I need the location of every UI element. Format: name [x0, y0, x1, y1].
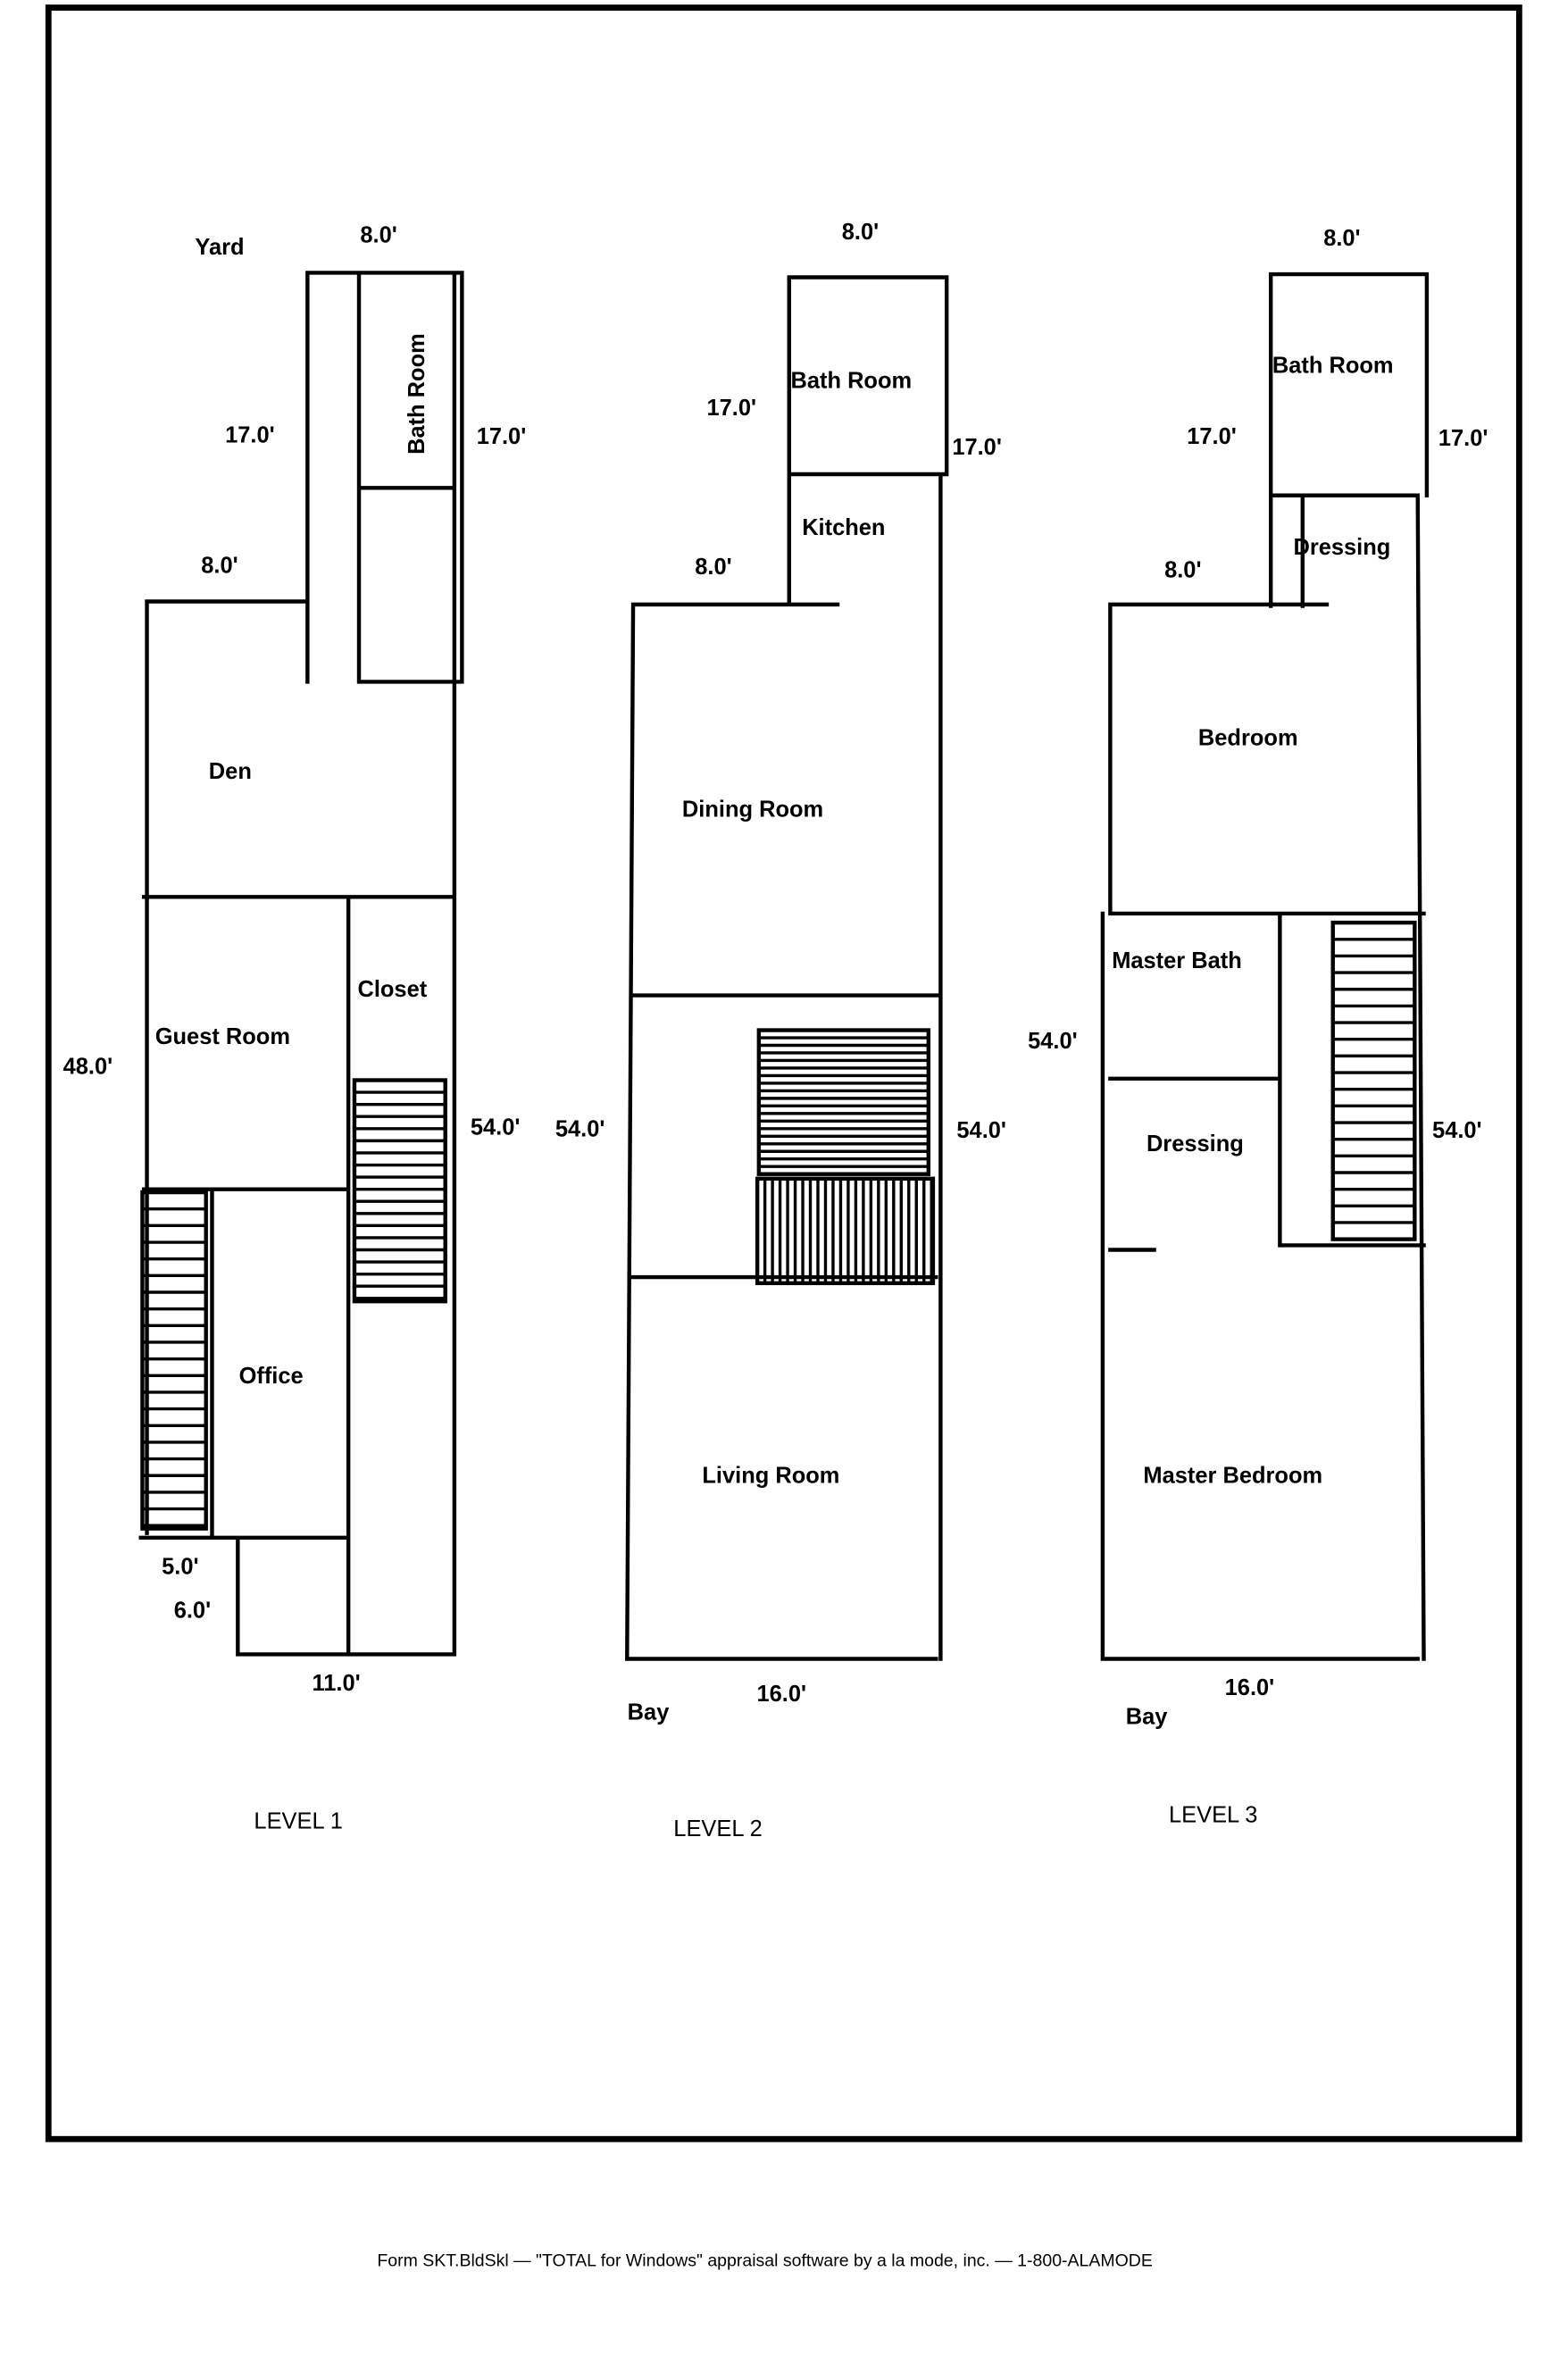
- room-master-bedroom: Master Bedroom: [1143, 1464, 1322, 1489]
- level-1-walls: [138, 271, 464, 1657]
- room-bedroom: Bedroom: [1198, 726, 1298, 751]
- level-3-plan: 8.0' Bath Room 17.0' 17.0' Dressing 8.0'…: [1028, 226, 1488, 1828]
- room-bath-room: Bath Room: [1272, 353, 1394, 378]
- level-1-plan: Yard 8.0' 17.0' 17.0' Bath Room 8.0' Den…: [63, 222, 527, 1833]
- room-master-bath: Master Bath: [1112, 948, 1242, 973]
- level-2-plan: 8.0' 17.0' Bath Room 17.0' Kitchen 8.0' …: [555, 220, 1006, 1841]
- staircase-level-2-vertical: [755, 1176, 936, 1286]
- dim-tower-left: 17.0': [707, 396, 757, 421]
- room-office: Office: [239, 1364, 304, 1389]
- dim-top-width: 8.0': [1323, 226, 1360, 251]
- dim-tower-left: 17.0': [225, 422, 275, 447]
- label-yard: Yard: [195, 235, 244, 260]
- dim-bottom-width: 16.0': [1225, 1675, 1275, 1700]
- dim-tower-right: 17.0': [952, 435, 1002, 460]
- dim-top-width: 8.0': [360, 222, 396, 247]
- room-bath-room: Bath Room: [404, 333, 429, 455]
- dim-tower-right: 17.0': [1438, 426, 1488, 451]
- level-2-title: LEVEL 2: [673, 1816, 762, 1841]
- dim-bottom-width: 16.0': [757, 1682, 807, 1707]
- dim-bottom-width: 11.0': [312, 1671, 360, 1696]
- dim-right-depth: 54.0': [956, 1118, 1006, 1143]
- stair-outline: [755, 1176, 936, 1286]
- staircase-level-3: [1330, 920, 1417, 1241]
- label-bay: Bay: [1126, 1704, 1169, 1729]
- page-frame: [45, 4, 1522, 2142]
- staircase-level-1-west: [140, 1190, 208, 1531]
- footer-form-credit: Form SKT.BldSkl — "TOTAL for Windows" ap…: [377, 2251, 1153, 2271]
- room-dining-room: Dining Room: [682, 797, 823, 822]
- dim-right-depth: 54.0': [471, 1115, 521, 1140]
- dim-left-depth: 48.0': [63, 1055, 113, 1080]
- level-1-title: LEVEL 1: [254, 1808, 342, 1833]
- label-bay: Bay: [628, 1699, 671, 1724]
- dim-right-depth: 54.0': [1432, 1118, 1482, 1143]
- room-closet: Closet: [357, 977, 427, 1002]
- room-dressing: Dressing: [1147, 1132, 1244, 1157]
- dim-tower-left: 17.0': [1187, 424, 1237, 449]
- room-guest-room: Guest Room: [155, 1024, 290, 1049]
- level-3-title: LEVEL 3: [1169, 1803, 1257, 1828]
- room-den: Den: [209, 759, 252, 784]
- level-2-walls: [625, 275, 949, 1661]
- dim-step: 8.0': [201, 553, 238, 578]
- dim-left-depth: 54.0': [555, 1116, 605, 1141]
- room-dressing-top: Dressing: [1293, 535, 1390, 560]
- dim-jog-2: 6.0': [174, 1599, 211, 1624]
- level-3-walls: [1100, 271, 1430, 1661]
- staircase-level-1-east: [352, 1078, 447, 1304]
- staircase-level-2-horizontal: [756, 1028, 931, 1176]
- dim-left-depth: 54.0': [1028, 1029, 1078, 1054]
- room-bath-room: Bath Room: [790, 368, 912, 393]
- dim-step: 8.0': [1164, 557, 1201, 582]
- room-kitchen: Kitchen: [802, 515, 885, 540]
- stair-outline: [756, 1028, 931, 1176]
- room-living-room: Living Room: [702, 1464, 839, 1489]
- dim-tower-right: 17.0': [477, 424, 527, 449]
- dim-jog-1: 5.0': [162, 1555, 198, 1580]
- dim-step: 8.0': [695, 555, 731, 580]
- dim-top-width: 8.0': [842, 220, 879, 245]
- stair-outline: [1330, 920, 1417, 1241]
